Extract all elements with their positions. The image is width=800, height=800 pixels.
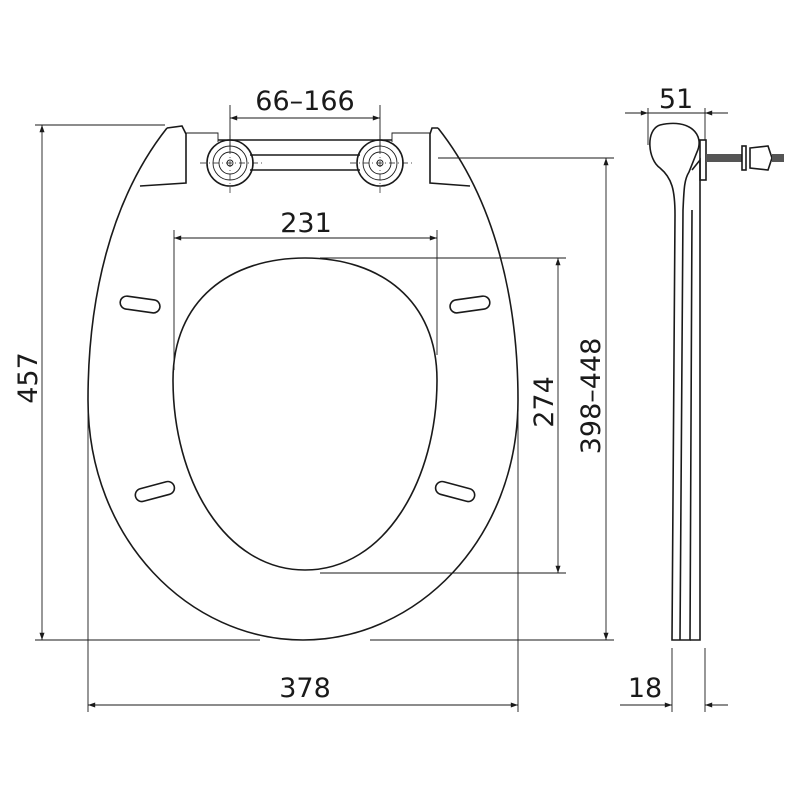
dim-total-width: 378: [279, 673, 331, 704]
seat-opening: [172, 257, 438, 571]
nut: [749, 145, 773, 171]
buffer-slot: [134, 480, 176, 503]
dim-fixing-to-front: 398–448: [576, 338, 607, 455]
buffer-slot: [434, 480, 476, 503]
seat-side-view: [649, 122, 784, 641]
buffer-slots: [119, 295, 491, 503]
dimension-lines: [35, 105, 728, 712]
dim-inner-length: 274: [529, 376, 560, 428]
seat-top-view: [87, 125, 519, 641]
dim-total-length: 457: [13, 352, 44, 404]
threaded-bolt: [706, 154, 742, 162]
hinge-block-right: [429, 127, 471, 187]
hinge-plate: [699, 139, 707, 181]
buffer-slot: [119, 295, 161, 314]
dim-inner-width: 231: [280, 208, 332, 239]
buffer-slot: [449, 295, 491, 314]
dim-hinge-spacing: 66–166: [255, 86, 354, 117]
dim-seat-thickness: 18: [628, 673, 662, 704]
dim-hinge-depth: 51: [659, 84, 693, 115]
hinge-block-left: [139, 125, 187, 187]
seat-outline: [87, 127, 519, 641]
